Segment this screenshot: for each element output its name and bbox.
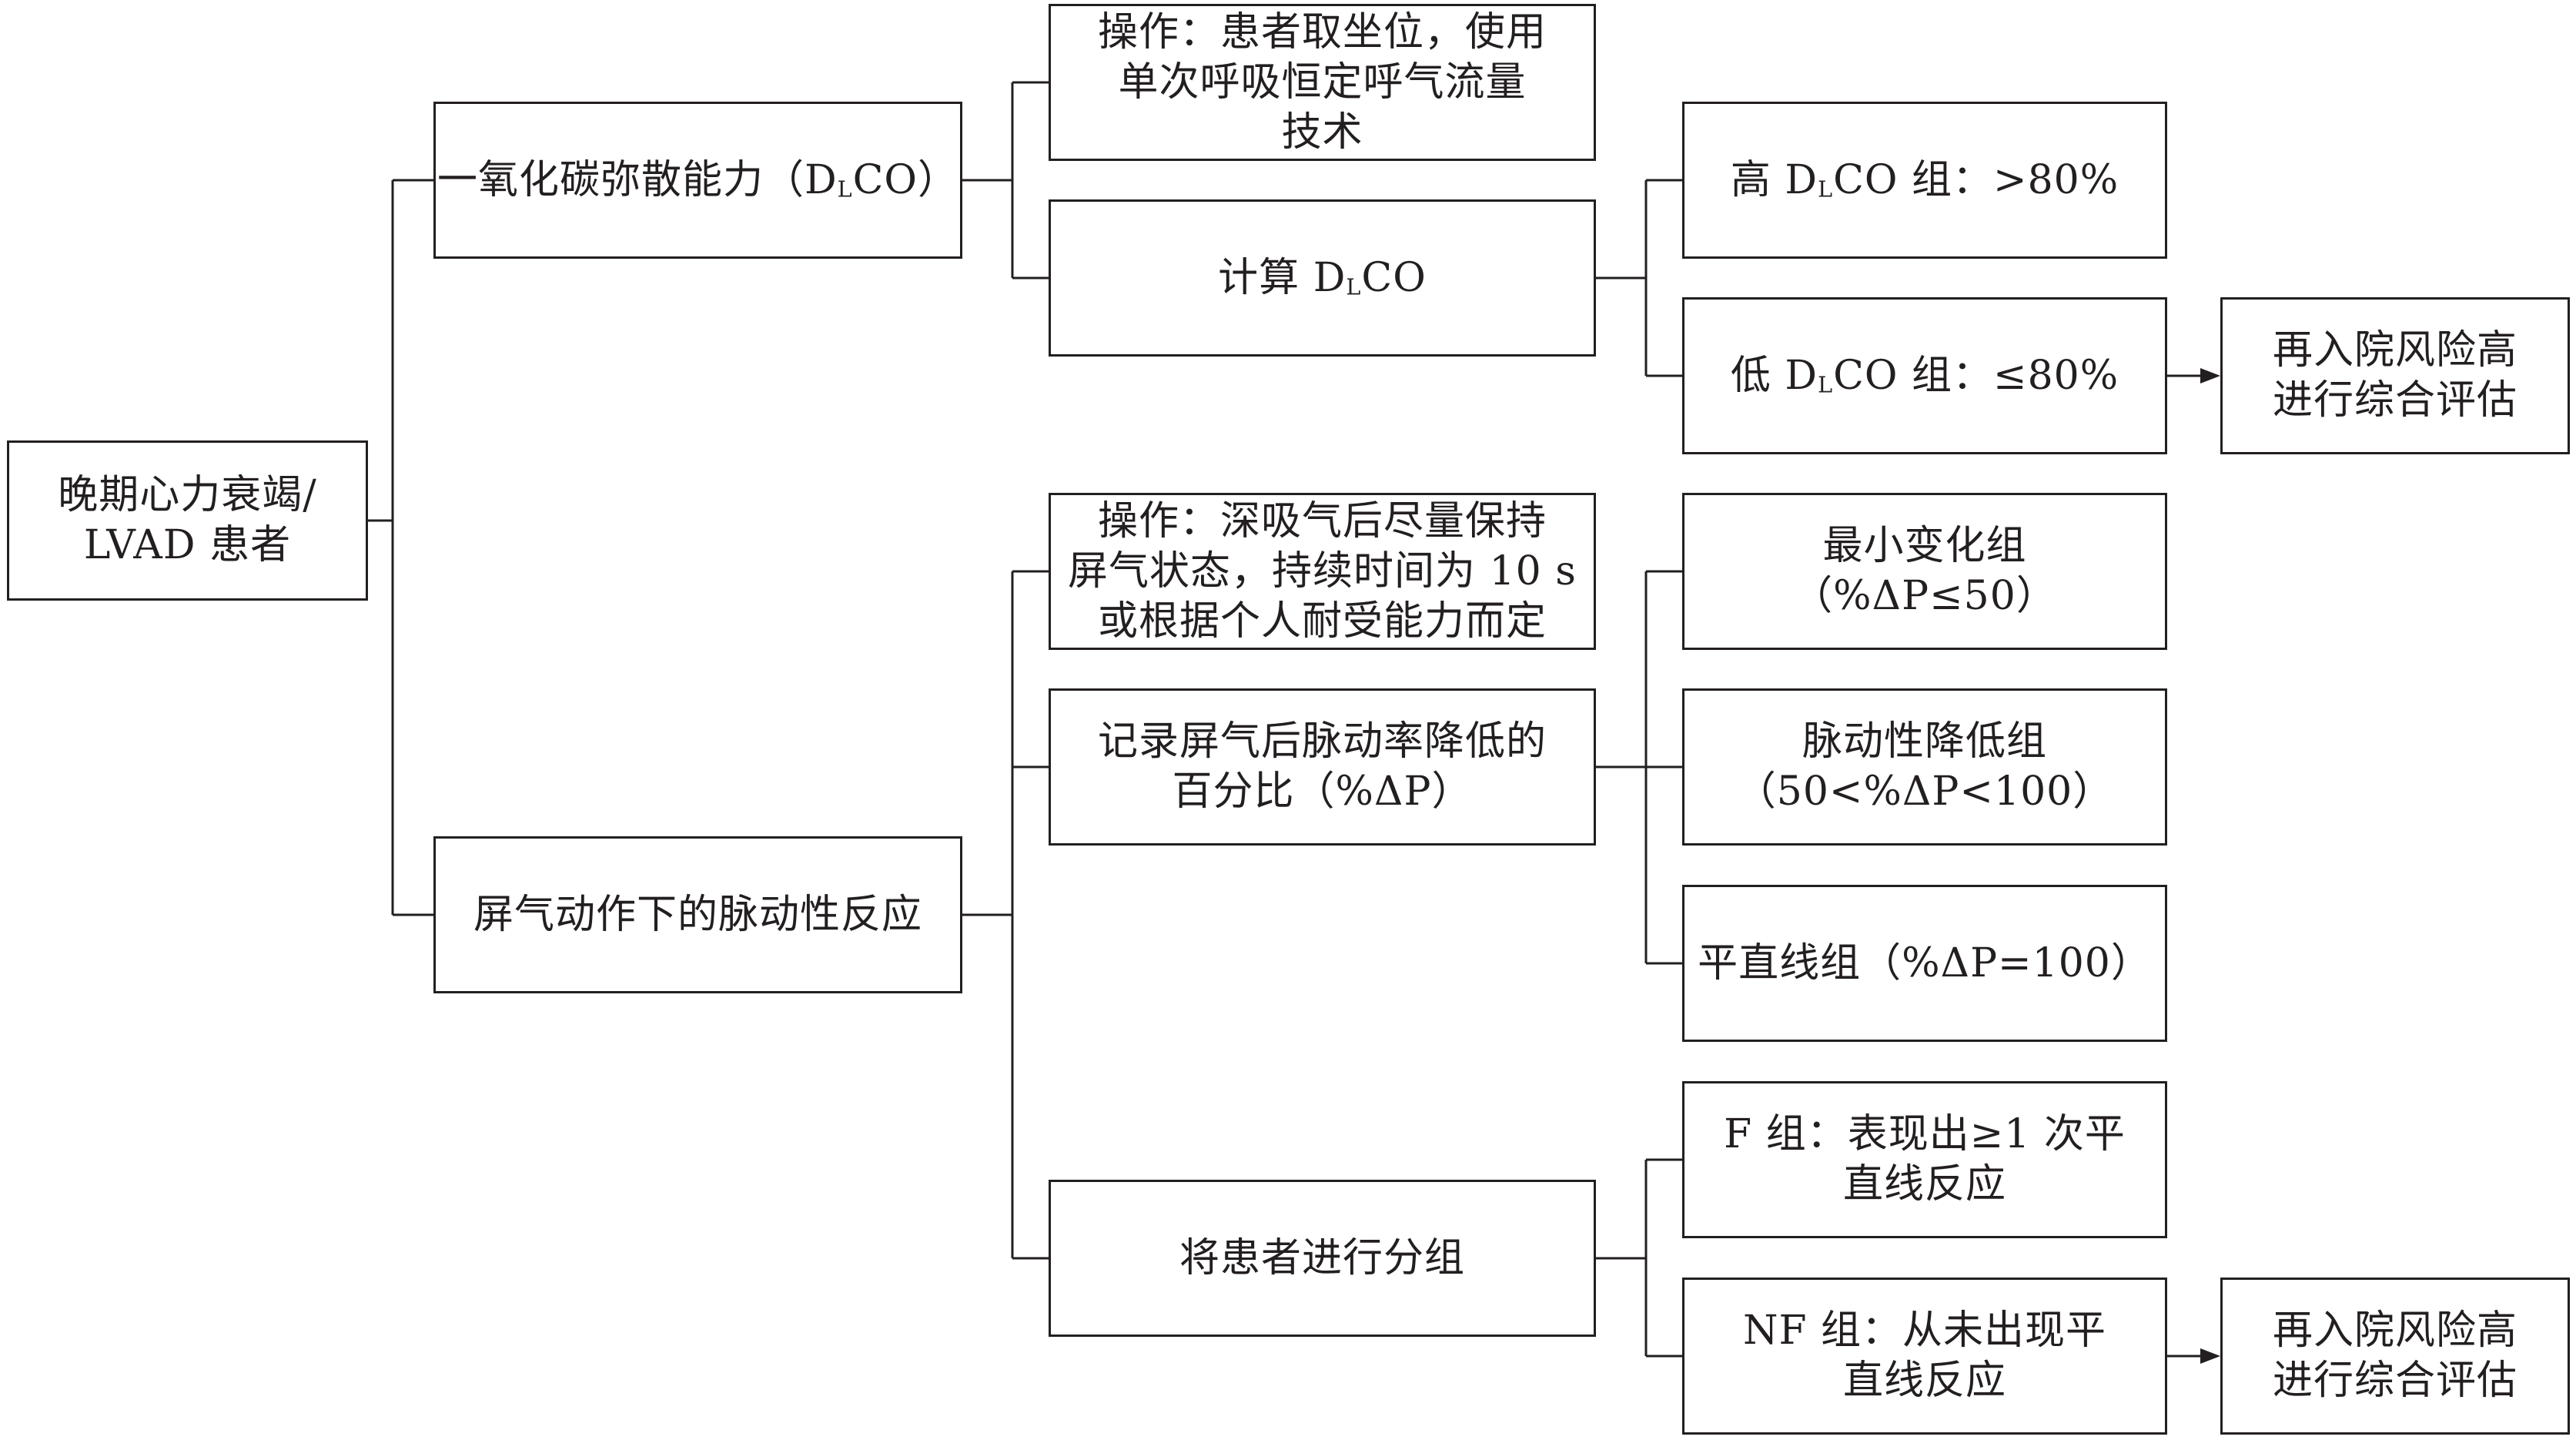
flat-line-label: 平直线组（%ΔP=100） xyxy=(1698,939,2152,986)
min-change-line-1: 最小变化组 xyxy=(1822,523,2027,569)
flat-line-node: 平直线组（%ΔP=100） xyxy=(1682,885,2167,1042)
pulse-risk-node: 再入院风险高 进行综合评估 xyxy=(2220,1278,2570,1435)
high-dlco-label: 高 DLCO 组：>80% xyxy=(1730,156,2119,203)
dlco-risk-line-1: 再入院风险高 xyxy=(2272,327,2517,373)
pulse-group-label: 将患者进行分组 xyxy=(1179,1234,1465,1281)
root-node: 晚期心力衰竭/ LVAD 患者 xyxy=(7,440,368,601)
pulse-op-line-3: 或根据个人耐受能力而定 xyxy=(1097,598,1547,645)
dlco-calc-label: 计算 DLCO xyxy=(1218,254,1427,301)
pulse-record-line-2: 百分比（%ΔP） xyxy=(1172,769,1473,815)
nf-group-line-2: 直线反应 xyxy=(1842,1358,2006,1404)
pulse-risk-line-1: 再入院风险高 xyxy=(2272,1308,2517,1354)
arrow-head-icon xyxy=(2200,368,2220,383)
dlco-title: 一氧化碳弥散能力（DLCO） xyxy=(437,156,959,203)
dlco-risk-node: 再入院风险高 进行综合评估 xyxy=(2220,297,2570,454)
min-change-node: 最小变化组 （%ΔP≤50） xyxy=(1682,493,2167,650)
low-dlco-node: 低 DLCO 组：≤80% xyxy=(1682,297,2167,454)
dlco-op-line-1: 操作：患者取坐位，使用 xyxy=(1097,8,1547,55)
high-dlco-node: 高 DLCO 组：>80% xyxy=(1682,102,2167,259)
nf-group-node: NF 组：从未出现平 直线反应 xyxy=(1682,1278,2167,1435)
dlco-operation-node: 操作：患者取坐位，使用 单次呼吸恒定呼气流量 技术 xyxy=(1049,4,1596,161)
f-group-line-1: F 组：表现出≥1 次平 xyxy=(1724,1111,2126,1157)
dlco-node: 一氧化碳弥散能力（DLCO） xyxy=(433,102,962,259)
low-dlco-label: 低 DLCO 组：≤80% xyxy=(1730,352,2119,399)
nf-group-line-1: NF 组：从未出现平 xyxy=(1742,1308,2107,1354)
pulse-operation-node: 操作：深吸气后尽量保持 屏气状态，持续时间为 10 s 或根据个人耐受能力而定 xyxy=(1049,493,1596,650)
reduced-pulsatility-node: 脉动性降低组 （50<%ΔP<100） xyxy=(1682,688,2167,846)
pulse-node: 屏气动作下的脉动性反应 xyxy=(433,836,962,993)
dlco-op-line-3: 技术 xyxy=(1281,109,1363,156)
pulse-record-line-1: 记录屏气后脉动率降低的 xyxy=(1097,718,1547,765)
pulse-op-line-2: 屏气状态，持续时间为 10 s xyxy=(1068,548,1577,594)
min-change-line-2: （%ΔP≤50） xyxy=(1792,573,2057,619)
reduced-line-2: （50<%ΔP<100） xyxy=(1735,769,2114,815)
pulse-risk-line-2: 进行综合评估 xyxy=(2272,1358,2517,1404)
root-line-2: LVAD 患者 xyxy=(83,522,292,568)
reduced-line-1: 脉动性降低组 xyxy=(1802,718,2047,765)
arrow-head-icon xyxy=(2200,1348,2220,1364)
pulse-op-line-1: 操作：深吸气后尽量保持 xyxy=(1097,497,1547,544)
dlco-calc-node: 计算 DLCO xyxy=(1049,199,1596,357)
pulse-group-node: 将患者进行分组 xyxy=(1049,1180,1596,1337)
pulse-record-node: 记录屏气后脉动率降低的 百分比（%ΔP） xyxy=(1049,688,1596,846)
root-line-1: 晚期心力衰竭/ xyxy=(58,472,317,518)
f-group-node: F 组：表现出≥1 次平 直线反应 xyxy=(1682,1081,2167,1238)
dlco-risk-line-2: 进行综合评估 xyxy=(2272,377,2517,424)
pulse-title: 屏气动作下的脉动性反应 xyxy=(473,891,922,938)
f-group-line-2: 直线反应 xyxy=(1842,1161,2006,1207)
dlco-op-line-2: 单次呼吸恒定呼气流量 xyxy=(1118,59,1527,105)
